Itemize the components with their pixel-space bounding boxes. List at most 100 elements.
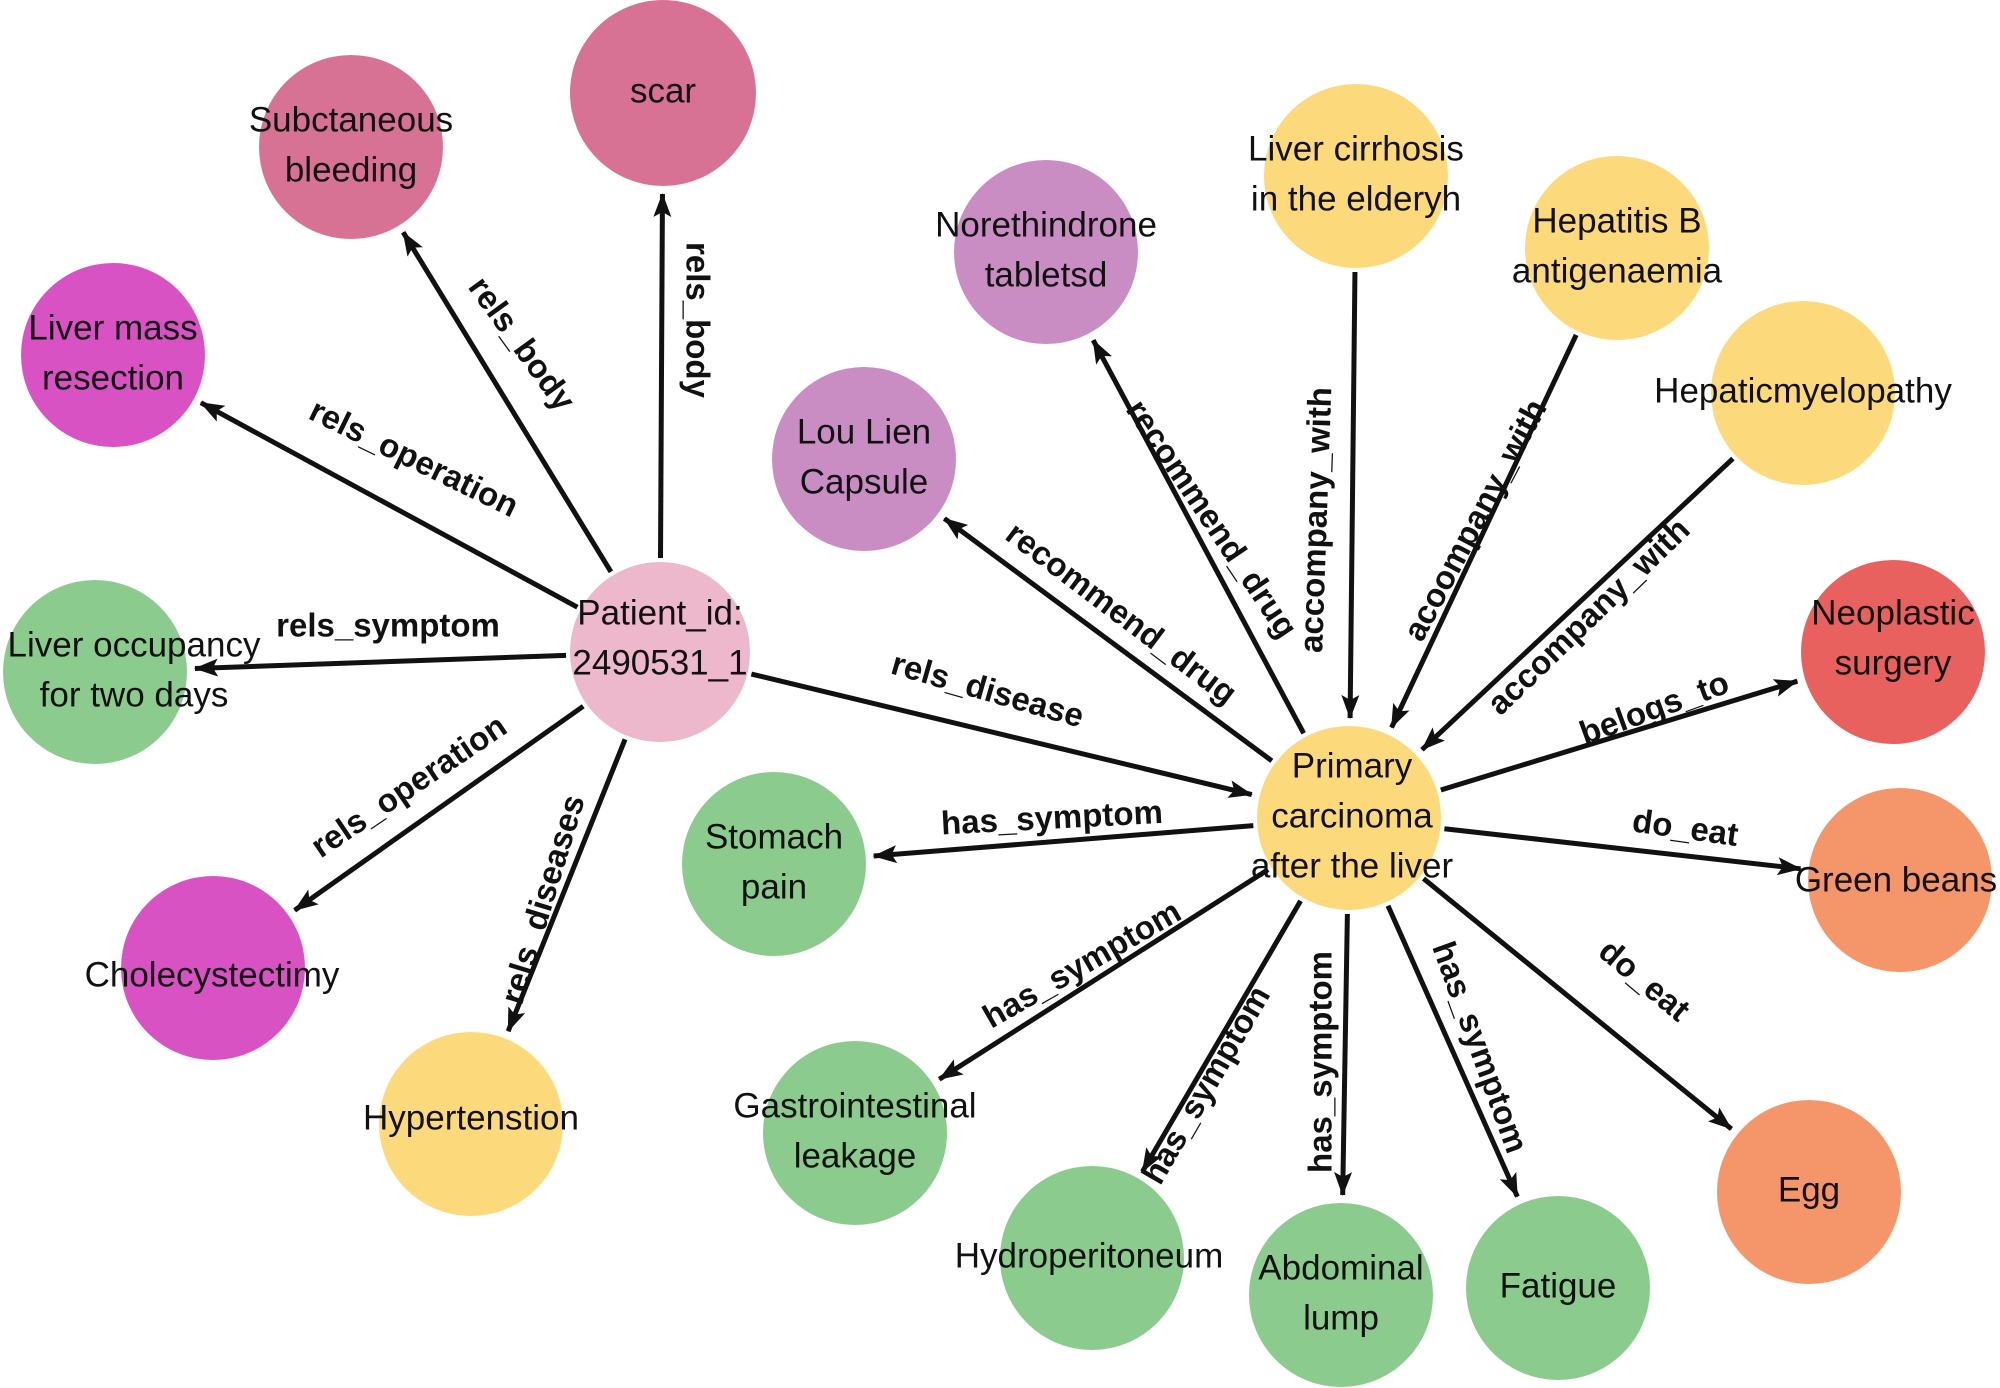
node-circle [1257,726,1441,910]
edge-label: rels_body [461,269,583,417]
node-label: Hydroperitoneum [955,1236,1223,1275]
edge-label: rels_symptom [276,607,500,644]
node-norethindrone: Norethindrone tabletsd [935,160,1157,344]
node-hydroperitoneum: Hydroperitoneum [955,1166,1223,1350]
edge-label: accompany_with [1292,386,1338,653]
node-label: bleeding [285,150,417,189]
node-label: tabletsd [985,255,1108,294]
edge-label: rels_diseases [493,790,592,1008]
node-circle [570,0,756,186]
node-fatigue: Fatigue [1466,1196,1650,1380]
edge-label: has_symptom [1425,936,1536,1157]
edges-layer [193,192,1802,1198]
node-label: Norethindrone [935,205,1157,244]
edge-hub-to-fatigue [1385,904,1520,1198]
node-label: Patient_id: [577,593,742,632]
node-circle [21,263,205,447]
node-label: Egg [1778,1170,1840,1209]
node-patient: Patient_id: 2490531_1 [570,562,750,742]
node-label: Liver mass [28,308,197,347]
node-circle [3,580,187,764]
node-stomach-pain: Stomach pain [682,772,866,956]
edge-hub-to-gi-leakage [937,867,1270,1082]
node-label: in the elderyh [1251,179,1461,218]
node-circle [259,55,443,239]
node-circle [1249,1203,1433,1387]
edge-patient-to-cholecystectimy [293,704,585,913]
node-label: for two days [40,675,229,714]
node-circle [954,160,1138,344]
node-cholecystectimy: Cholecystectimy [85,876,340,1060]
node-label: Hypertenstion [363,1098,579,1137]
edge-label: rels_disease [887,644,1088,734]
edge-hub-to-green-beans [1444,826,1802,876]
node-scar: scar [570,0,756,186]
node-circle [1466,1196,1650,1380]
node-label: Green beans [1795,860,1997,899]
node-label: Liver cirrhosis [1248,129,1464,168]
node-green-beans: Green beans [1795,788,1997,972]
node-hepatitis: Hepatitis B antigenaemia [1512,156,1723,340]
node-label: Hepaticmyelopathy [1654,371,1952,410]
edge-hub-to-abdominal-lump [1334,913,1353,1197]
node-circle [682,772,866,956]
node-label: Cholecystectimy [85,955,340,994]
edge-label: has_symptom [1302,951,1339,1173]
node-label: Abdominal [1258,1248,1423,1287]
edge-label: has_symptom [976,892,1187,1035]
node-label: Lou Lien [797,412,931,451]
node-circle [1711,301,1895,485]
node-label: Hepatitis B [1532,201,1701,240]
node-circle [1801,560,1985,744]
node-subcutaneous: Subctaneous bleeding [249,55,453,239]
node-circle [763,1041,947,1225]
node-label: 2490531_1 [572,643,747,682]
edge-hub-to-egg [1421,876,1733,1131]
node-label: Stomach [705,817,843,856]
node-circle [772,367,956,551]
edge-hub-to-neoplastic [1440,678,1799,793]
node-label: Capsule [800,462,928,501]
node-label: leakage [794,1136,917,1175]
node-abdominal-lump: Abdominal lump [1249,1203,1433,1387]
edge-label: do_eat [1630,802,1740,853]
node-label: after the liver [1251,846,1454,885]
node-hepaticmyelopathy: Hepaticmyelopathy [1654,301,1952,485]
edge-label: rels_body [679,242,716,399]
node-circle [1717,1100,1901,1284]
edge-patient-to-subcutaneous [401,230,614,574]
edge-hepatitis-to-hub [1389,333,1579,729]
node-label: lump [1303,1298,1379,1337]
node-label: pain [741,867,807,906]
node-egg: Egg [1717,1100,1901,1284]
edge-label: recommend_drug [1119,393,1306,645]
node-gi-leakage: Gastrointestinal leakage [733,1041,977,1225]
node-label: surgery [1835,643,1952,682]
node-label: Gastrointestinal [733,1086,976,1125]
edge-hub-to-lou-lien [942,516,1274,763]
edge-patient-to-liver-occupancy [193,652,567,677]
edge-hub-to-norethindrone [1090,338,1306,735]
node-label: Subctaneous [249,100,453,139]
edge-hub-to-hydroperitoneum [1140,899,1303,1173]
edge-label: has_symptom [1134,979,1277,1190]
edge-patient-to-hub [750,671,1253,798]
edge-patient-to-hypertension [505,738,628,1033]
node-circle [1264,84,1448,268]
node-label: antigenaemia [1512,251,1723,290]
node-cirrhosis: Liver cirrhosis in the elderyh [1248,84,1464,268]
edge-hepaticmyelopathy-to-hub [1420,456,1735,752]
edge-label: acoompany_with [1395,393,1553,647]
node-circle [1808,788,1992,972]
node-circle [121,876,305,1060]
node-label: Neoplastic [1811,593,1974,632]
nodes-layer: Patient_id:2490531_1Primarycarcinomaafte… [3,0,1997,1387]
edge-hub-to-stomach-pain [872,823,1254,864]
node-label: carcinoma [1271,796,1433,835]
node-label: Fatigue [1500,1266,1617,1305]
